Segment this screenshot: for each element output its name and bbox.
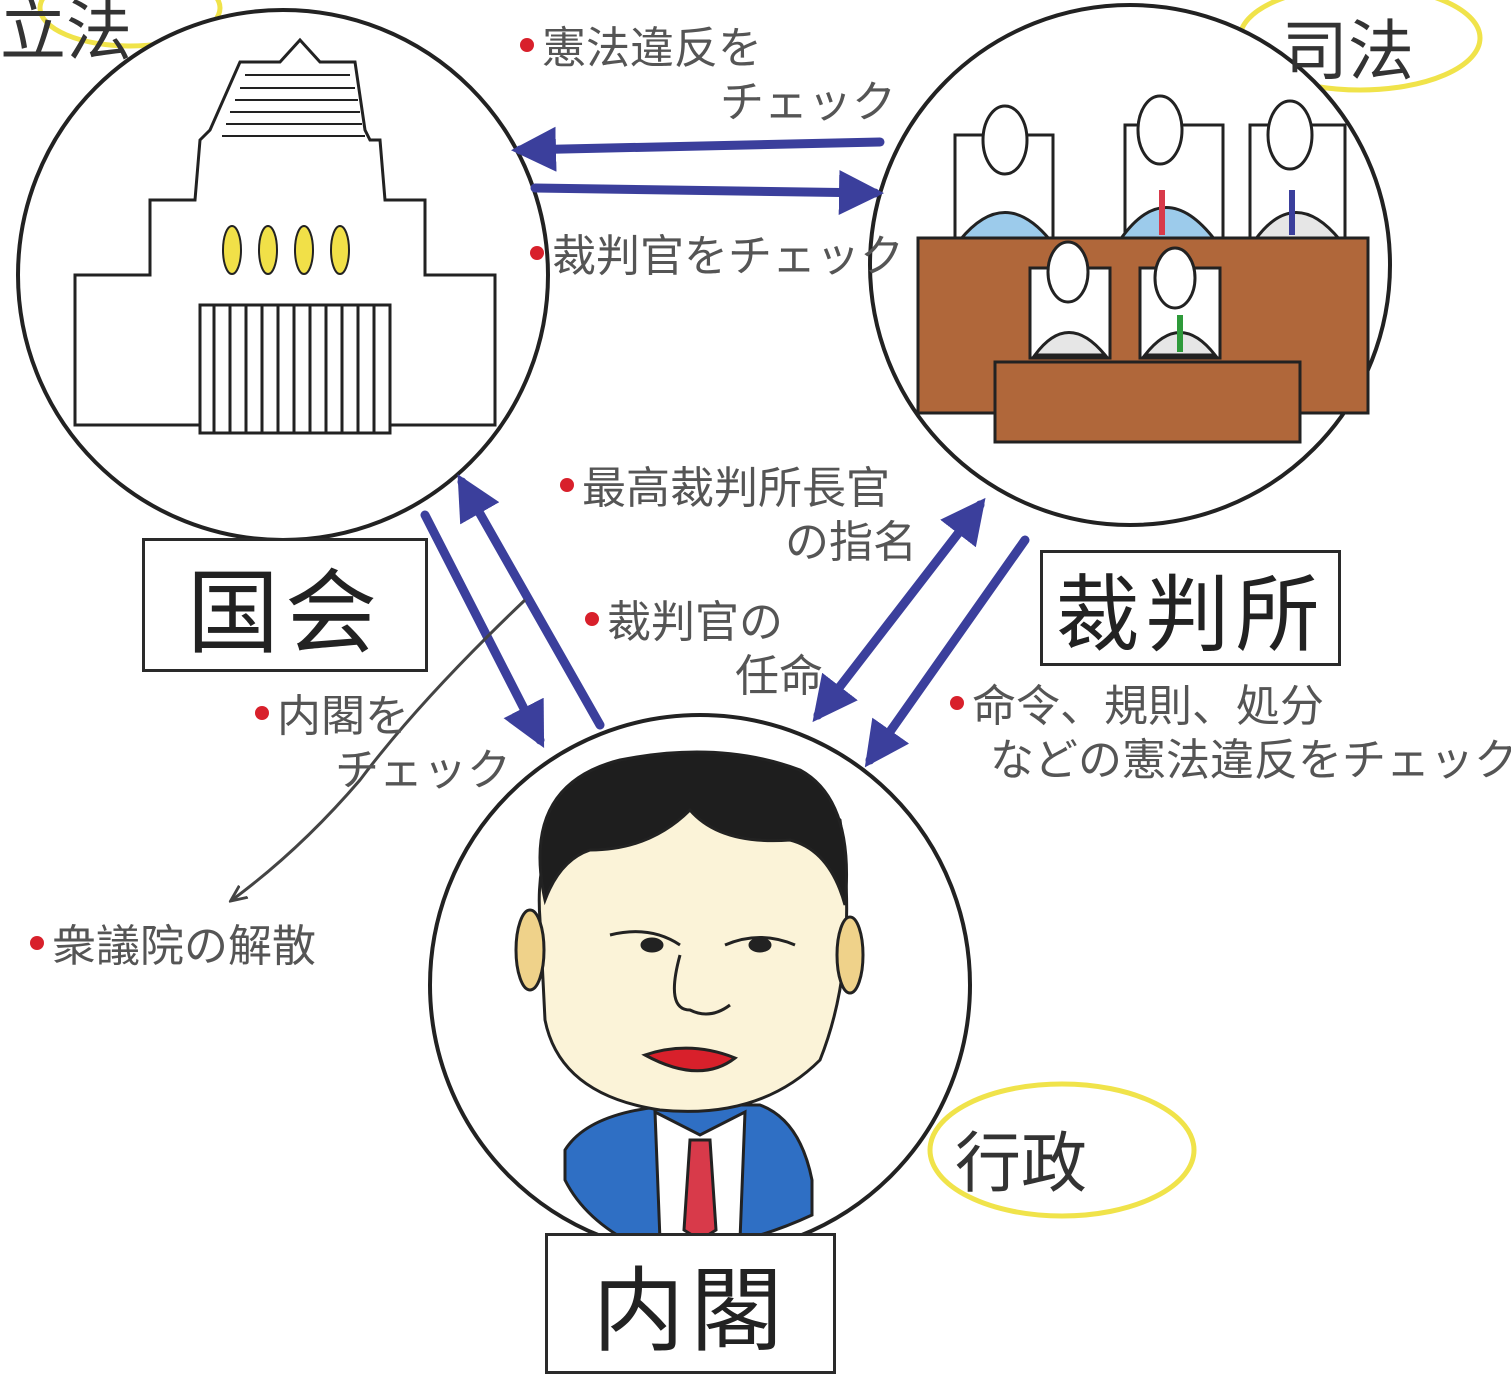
bullet-dot	[520, 38, 534, 52]
diet-label-box: 国会	[142, 538, 428, 672]
annotation-court-to-diet: 憲法違反を チェック	[520, 22, 896, 130]
check-arrows	[420, 126, 1030, 768]
court-label-box: 裁判所	[1040, 550, 1341, 666]
bullet-dot	[560, 478, 574, 492]
bullet-dot	[530, 246, 544, 260]
bullet-dot	[30, 936, 44, 950]
court-label: 裁判所	[1055, 565, 1326, 664]
diet-label: 国会	[186, 559, 383, 667]
executive-highlight	[927, 1081, 1197, 1219]
annotation-court-to-cabinet: 命令、規則、処分 などの憲法違反をチェック	[950, 680, 1511, 788]
annotation-cabinet-appoints-judges: 裁判官の 任命	[585, 596, 823, 704]
legislative-highlight	[37, 0, 223, 49]
annotation-diet-to-cabinet: 内閣を チェック	[255, 690, 511, 798]
arrow-diet-to-cabinet	[420, 510, 545, 749]
bullet-dot	[255, 706, 269, 720]
bullet-dot	[950, 696, 964, 710]
arrow-diet-to-court	[530, 169, 884, 215]
arrow-court-to-diet	[511, 126, 885, 172]
annotation-dissolve-lower-house: 衆議院の解散	[30, 920, 316, 974]
prime-minister-portrait	[514, 750, 865, 1250]
executive-label: 行政	[955, 1125, 1087, 1202]
annotation-cabinet-nominates-chief-justice: 最高裁判所長官 の指名	[560, 462, 917, 570]
arrow-cabinet-to-diet	[457, 474, 605, 730]
legislative-label: 立法	[0, 0, 132, 70]
dissolution-arrow	[232, 598, 527, 900]
arrow-cabinet-court	[812, 497, 986, 723]
bullet-dot	[585, 612, 599, 626]
cabinet-label: 内閣	[592, 1258, 789, 1365]
arrow-court-to-cabinet	[864, 535, 1030, 768]
cabinet-label-box: 内閣	[545, 1233, 836, 1374]
annotation-diet-to-court: 裁判官をチェック	[530, 230, 904, 284]
diet-building-icon	[73, 37, 497, 435]
judicial-label: 司法	[1282, 13, 1414, 90]
judges-bench-icon	[916, 94, 1370, 444]
